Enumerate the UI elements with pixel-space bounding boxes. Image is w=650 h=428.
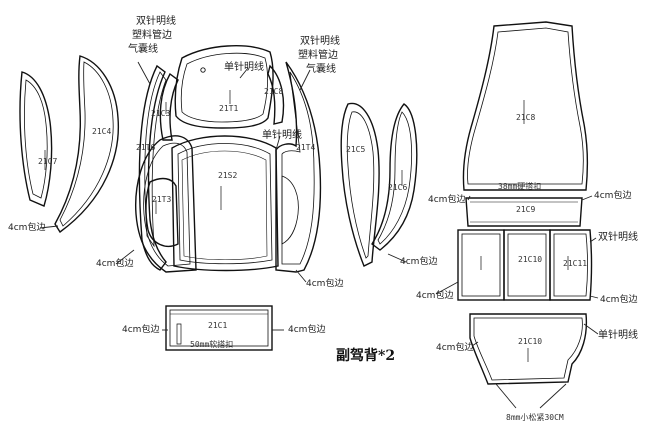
- piece-21c3: [159, 72, 179, 141]
- code-21c8: 21C8: [516, 113, 535, 122]
- code-21c8-small: 21C8: [264, 87, 283, 96]
- piece-21c1: [165, 305, 273, 351]
- note-double-topstitch-c11: 双针明线: [598, 230, 638, 243]
- code-21c3: 21C3: [151, 109, 170, 118]
- code-21c6: 21C6: [388, 183, 407, 192]
- piece-21c10-bottom: [469, 313, 588, 385]
- note-single-topstitch-top: 单针明线: [224, 60, 264, 73]
- note-binding-c10-left: 4cm包边: [416, 289, 453, 301]
- code-21c10-b: 21C10: [518, 337, 542, 346]
- note-binding-c9-left: 4cm包边: [428, 193, 465, 205]
- code-21c7: 21C7: [38, 157, 57, 166]
- piece-21t4: [275, 61, 322, 273]
- code-21t1: 21T1: [219, 104, 238, 113]
- piece-21c5: [340, 102, 380, 267]
- note-binding-t4: 4cm包边: [306, 277, 343, 289]
- note-plastic-piping-left: 塑料管边: [132, 28, 172, 41]
- code-21t4: 21T4: [296, 143, 315, 152]
- note-soft-clip: 50mm软搭扣: [190, 339, 233, 349]
- note-single-topstitch-c10: 单针明线: [598, 328, 638, 341]
- note-elastic: 8mm小松紧30CM: [506, 412, 564, 422]
- note-binding-c1-left: 4cm包边: [122, 323, 159, 335]
- note-airbag-seam-right: 气囊线: [306, 62, 336, 75]
- piece-21c9: [465, 197, 583, 227]
- piece-21s2: [171, 135, 279, 272]
- note-binding-c6: 4cm包边: [400, 255, 437, 267]
- note-binding-c1-right: 4cm包边: [288, 323, 325, 335]
- code-21s2: 21S2: [218, 171, 237, 180]
- piece-21c8: [462, 21, 589, 191]
- code-21c5: 21C5: [346, 145, 365, 154]
- note-double-topstitch-right: 双针明线: [300, 34, 340, 47]
- note-double-topstitch-left: 双针明线: [136, 14, 176, 27]
- note-airbag-seam-left: 气囊线: [128, 42, 158, 55]
- piece-21t1: [174, 45, 274, 129]
- code-21t6: 21T6: [136, 143, 155, 152]
- piece-21c8-small: [267, 64, 285, 125]
- piece-21t2: [138, 64, 167, 271]
- code-21c1: 21C1: [208, 321, 227, 330]
- piece-21c6: [371, 103, 418, 251]
- code-21t3: 21T3: [152, 195, 171, 204]
- note-hard-clip: 38mm硬搭扣: [498, 181, 541, 191]
- piece-21c7: [19, 71, 53, 207]
- code-21c4: 21C4: [92, 127, 111, 136]
- piece-21t3: [145, 177, 179, 248]
- sheet-title: 副驾背*2: [336, 347, 395, 364]
- piece-21c10-row: [457, 229, 551, 301]
- code-21c9: 21C9: [516, 205, 535, 214]
- note-binding-c11-right: 4cm包边: [600, 293, 637, 305]
- piece-21c4: [54, 55, 120, 234]
- note-binding-c9-right: 4cm包边: [594, 189, 631, 201]
- note-single-topstitch-mid: 单针明线: [262, 128, 302, 141]
- code-21c10-a: 21C10: [518, 255, 542, 264]
- note-binding-c10-bottom: 4cm包边: [436, 341, 473, 353]
- note-binding-c7: 4cm包边: [8, 221, 45, 233]
- piece-21c11: [549, 229, 593, 301]
- code-21c11: 21C11: [563, 259, 587, 268]
- note-plastic-piping-right: 塑料管边: [298, 48, 338, 61]
- note-binding-t6: 4cm包边: [96, 257, 133, 269]
